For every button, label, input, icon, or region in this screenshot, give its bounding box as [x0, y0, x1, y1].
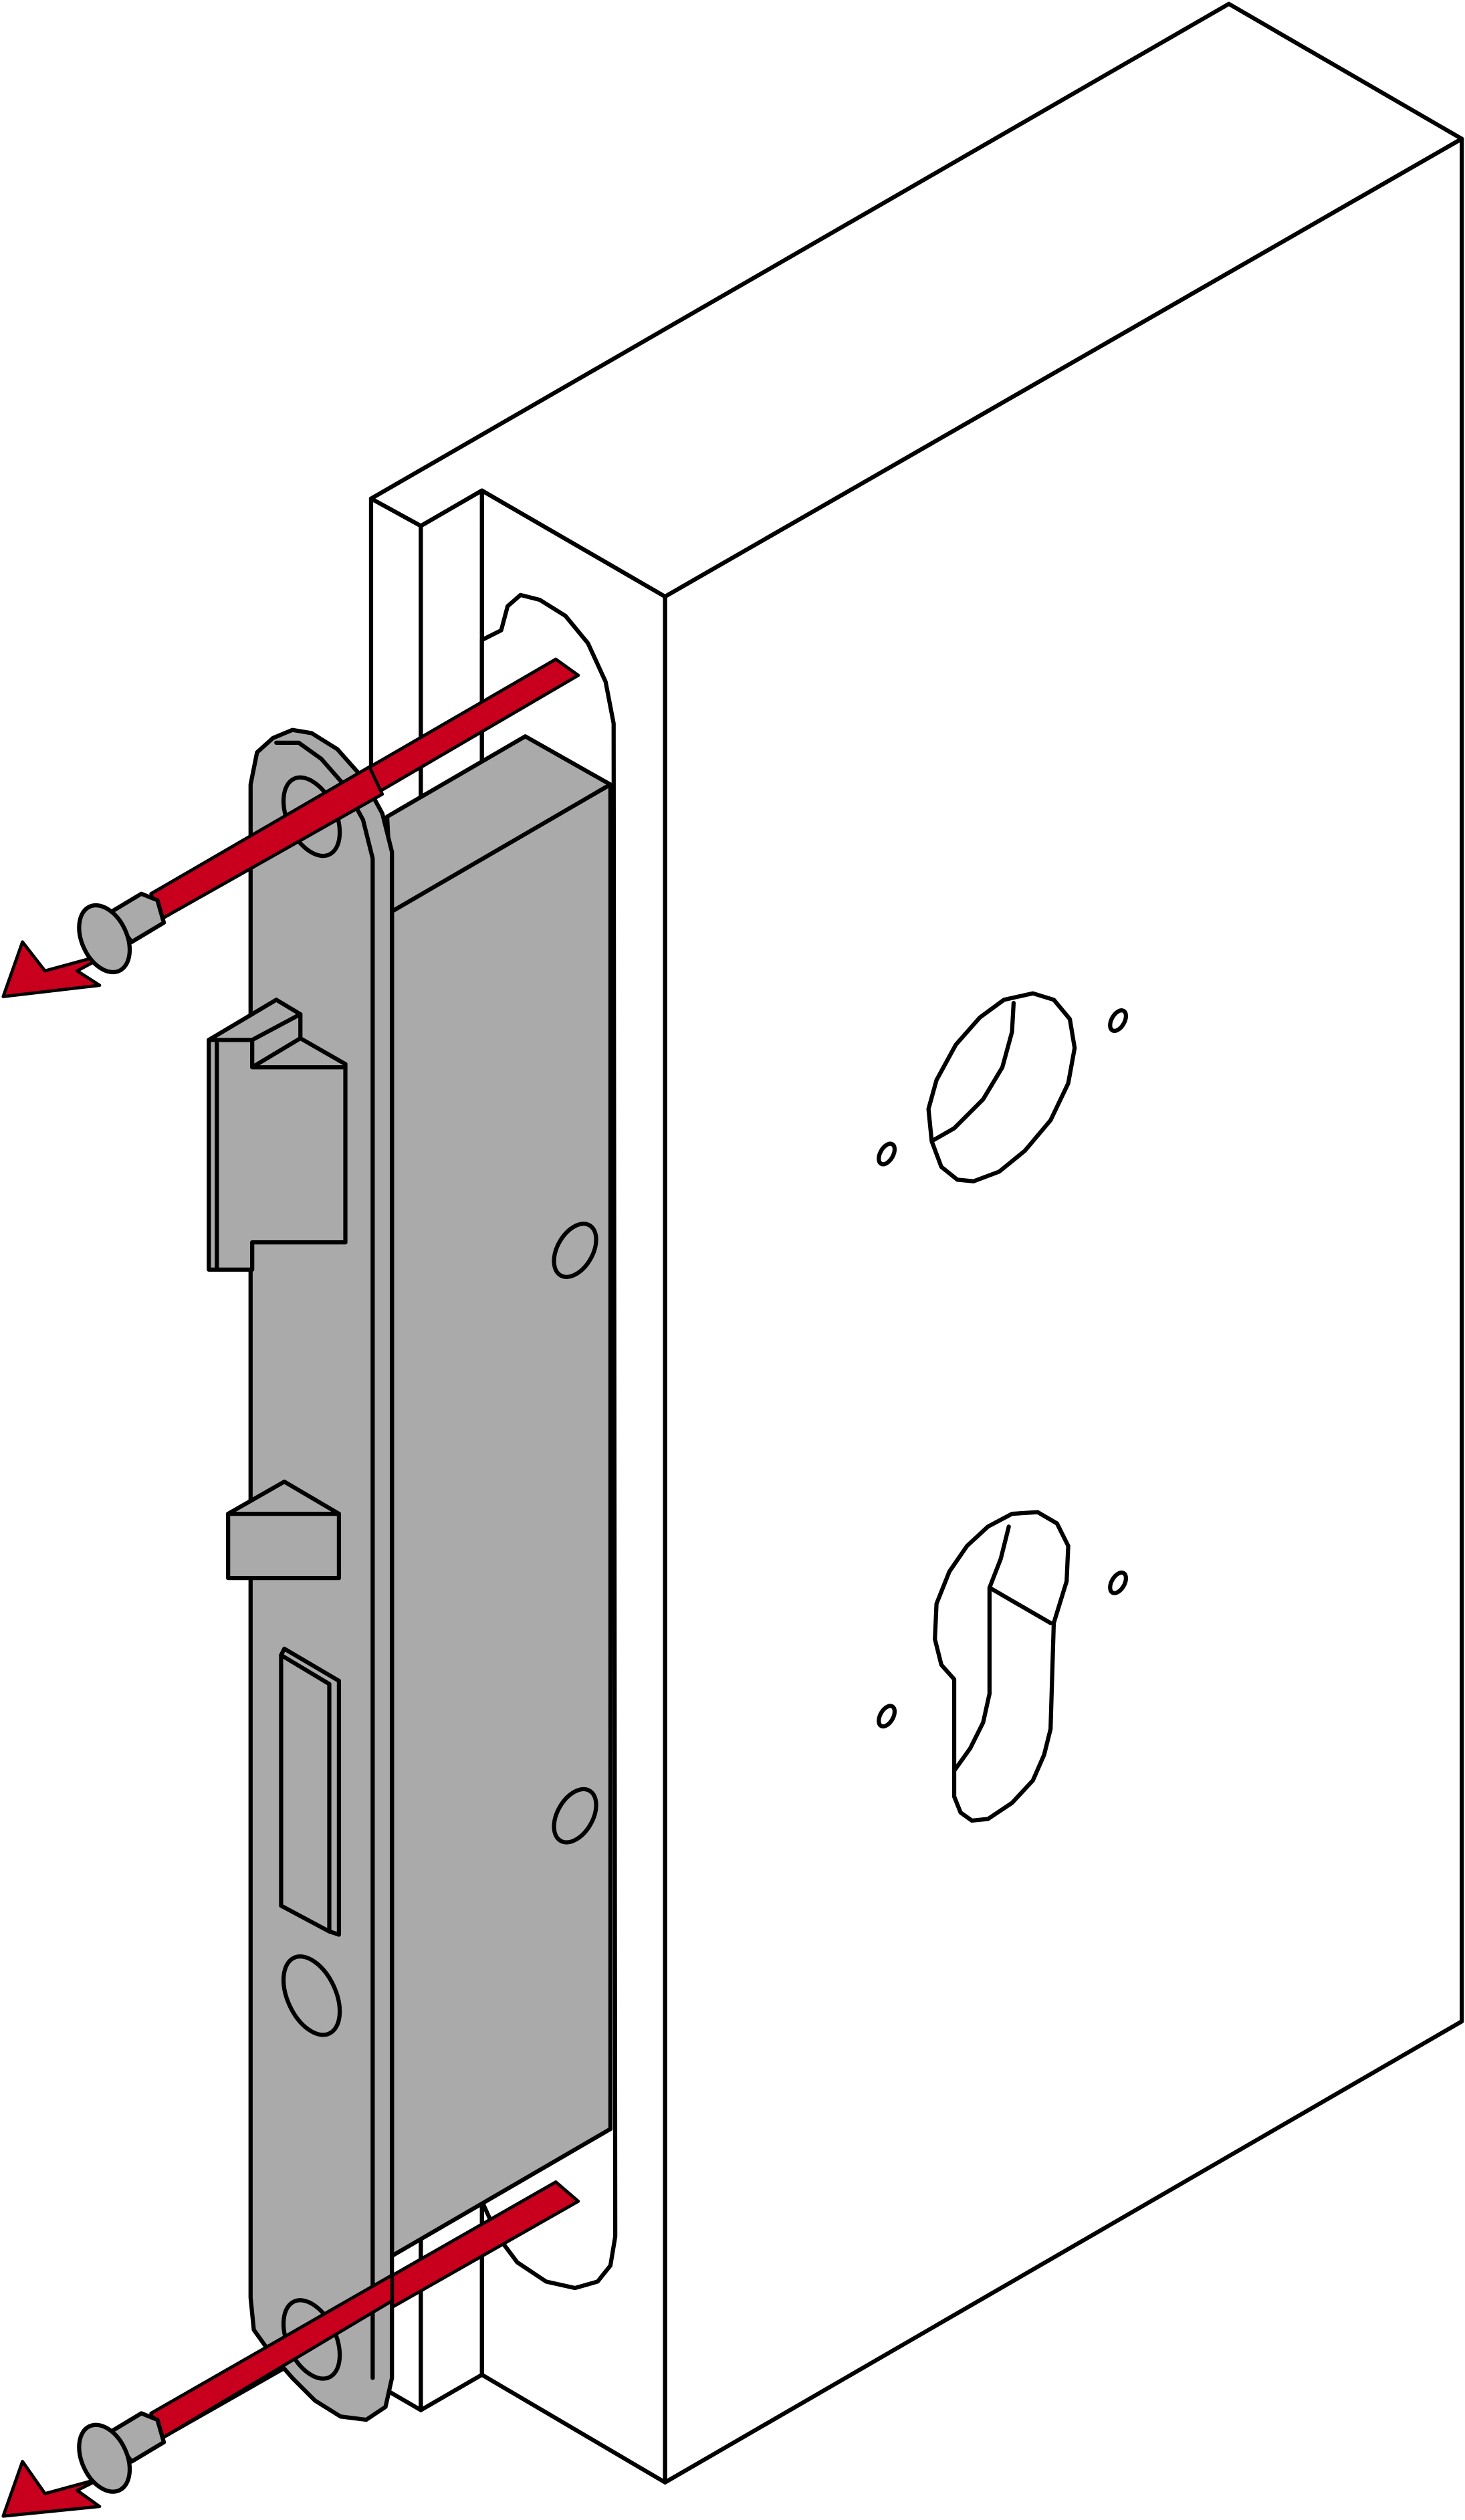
screw-head [77, 903, 132, 975]
deadbolt [226, 1479, 342, 1581]
screw-hole [1108, 1008, 1129, 1033]
case-screw [552, 1222, 598, 1279]
case-screw [552, 1787, 598, 1845]
screw-hole [877, 1141, 897, 1167]
latch-detail [207, 1012, 348, 1272]
screw-head [77, 2422, 132, 2494]
faceplate-screw-mid [281, 1954, 342, 2037]
upper-screw [77, 765, 384, 975]
mortise-lock [207, 727, 613, 2422]
cylinder-hole-upper [926, 991, 1077, 1183]
cylinder-hole-lower [933, 1510, 1070, 1823]
follower-slot-edge [279, 1653, 332, 1934]
screw-hole [1108, 1570, 1129, 1595]
lock-case-side [390, 782, 613, 2259]
follower-slot [279, 1646, 342, 1937]
screw-hole [877, 1704, 897, 1729]
lower-screw [77, 2273, 394, 2494]
